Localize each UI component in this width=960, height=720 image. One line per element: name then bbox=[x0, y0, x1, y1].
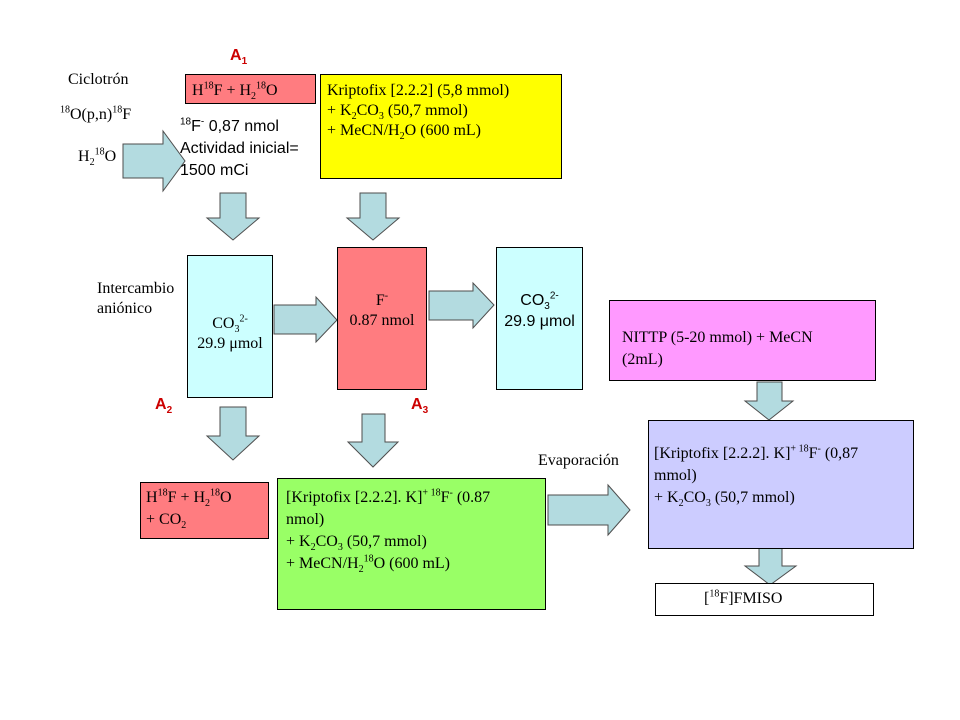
kriptofix-lav-line2: mmol) bbox=[654, 467, 697, 484]
kriptofix-top-line3: + MeCN/H2O (600 mL) bbox=[327, 122, 482, 143]
arrow-down-4 bbox=[346, 413, 400, 468]
arrow-water-to-h18f bbox=[122, 129, 186, 193]
kriptofix-lavender-box: [Kriptofix [2.2.2]. K]+ 18F- (0,87 mmol)… bbox=[648, 420, 914, 549]
h18f-top-box: H18F + H218O bbox=[185, 74, 316, 104]
ciclotron-label: Ciclotrón bbox=[68, 71, 129, 88]
co3-left-formula: CO32- bbox=[212, 313, 248, 336]
kriptofix-bottom-line4: + MeCN/H218O (600 mL) bbox=[286, 553, 451, 576]
kriptofix-bottom-line2: nmol) bbox=[286, 511, 325, 528]
fmiso-box: [18F]FMISO bbox=[655, 583, 874, 616]
co3-right-box: CO32- 29.9 μmol bbox=[496, 247, 583, 390]
label-a1: A1 bbox=[230, 47, 248, 68]
arrow-right-3 bbox=[547, 483, 631, 537]
arrow-down-1 bbox=[205, 192, 261, 241]
actividad-line-1: Actividad inicial= bbox=[180, 140, 299, 157]
f-mid-amount: 0.87 nmol bbox=[349, 312, 415, 329]
kriptofix-top-line1: Kriptofix [2.2.2] (5,8 mmol) bbox=[327, 82, 510, 99]
kriptofix-top-line2: + K2CO3 (50,7 mmol) bbox=[327, 102, 468, 123]
kriptofix-bottom-box: [Kriptofix [2.2.2]. K]+ 18F- (0.87 nmol)… bbox=[277, 478, 546, 610]
label-a3: A3 bbox=[411, 396, 429, 417]
nittp-line2: (2mL) bbox=[622, 351, 663, 368]
co3-right-amount: 29.9 μmol bbox=[504, 313, 575, 330]
kriptofix-lav-line3: + K2CO3 (50,7 mmol) bbox=[654, 489, 795, 510]
actividad-line-2: 1500 mCi bbox=[180, 162, 249, 179]
co3-left-amount: 29.9 μmol bbox=[197, 335, 263, 352]
f-mid-formula: F- bbox=[375, 290, 389, 309]
activity-note: 18F- 0,87 nmol Actividad inicial= 1500 m… bbox=[180, 116, 299, 182]
f-mid-box: F- 0.87 nmol bbox=[337, 247, 427, 390]
arrow-right-2 bbox=[428, 281, 495, 330]
nittp-box: NITTP (5-20 mmol) + MeCN (2mL) bbox=[609, 300, 876, 381]
water-label: H218O bbox=[78, 146, 117, 169]
kriptofix-lav-line1: [Kriptofix [2.2.2]. K]+ 18F- (0,87 bbox=[654, 443, 859, 462]
co3-right-formula: CO32- bbox=[520, 290, 559, 313]
kriptofix-bottom-line1: [Kriptofix [2.2.2]. K]+ 18F- (0.87 bbox=[286, 487, 491, 506]
arrow-down-3 bbox=[205, 406, 261, 461]
h18f-bottom-box: H18F + H218O + CO2 bbox=[140, 482, 269, 539]
reaction-label: 18O(p,n)18F bbox=[60, 104, 132, 123]
arrow-down-5 bbox=[743, 381, 795, 421]
h18f-bottom-line1: H18F + H218O bbox=[146, 487, 232, 510]
kriptofix-top-box: Kriptofix [2.2.2] (5,8 mmol) + K2CO3 (50… bbox=[320, 74, 562, 179]
co3-left-box: CO32- 29.9 μmol bbox=[187, 255, 273, 398]
evaporacion-label: Evaporación bbox=[538, 452, 619, 469]
h18f-bottom-line2: + CO2 bbox=[146, 511, 187, 532]
arrow-down-2 bbox=[345, 192, 401, 241]
arrow-right-1 bbox=[273, 295, 338, 344]
kriptofix-bottom-line3: + K2CO3 (50,7 mmol) bbox=[286, 533, 427, 554]
f18-amount: 18F- 0,87 nmol bbox=[180, 116, 279, 135]
label-a2: A2 bbox=[155, 396, 173, 417]
nittp-line1: NITTP (5-20 mmol) + MeCN bbox=[622, 329, 813, 346]
